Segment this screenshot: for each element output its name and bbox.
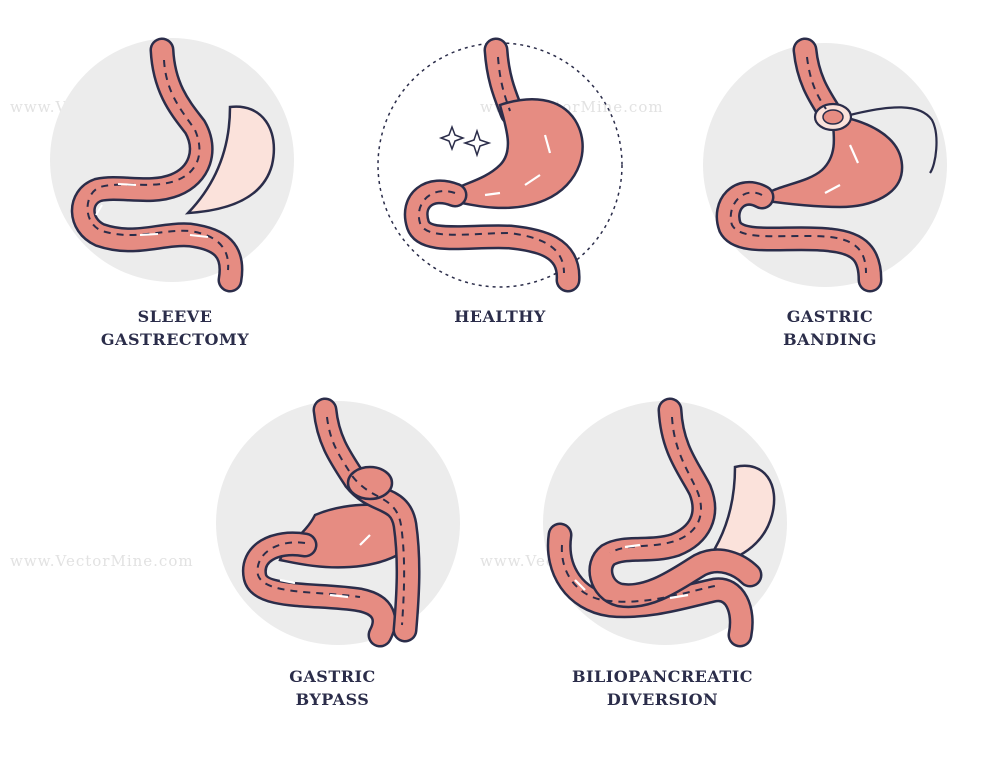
- procedure-label: SLEEVE GASTRECTOMY: [100, 307, 250, 349]
- gastric-bypass-illustration: [216, 397, 460, 648]
- healthy-stomach-illustration: [377, 37, 623, 293]
- gastric-banding-panel: GASTRIC BANDING: [700, 35, 970, 349]
- gastric-bypass-panel: GASTRIC BYPASS: [210, 395, 480, 709]
- biliopancreatic-diversion-panel: BILIOPANCREATIC DIVERSION: [540, 395, 810, 709]
- sparkle-icon: [438, 124, 466, 152]
- procedure-label: BILIOPANCREATIC DIVERSION: [572, 667, 753, 709]
- biliopancreatic-diversion-illustration: [543, 397, 787, 648]
- watermark: www.VectorMine.com: [10, 552, 194, 570]
- procedure-label: HEALTHY: [454, 307, 546, 326]
- procedure-label: GASTRIC BYPASS: [289, 667, 376, 709]
- sparkle-icon: [462, 128, 492, 158]
- sleeve-gastrectomy-illustration: [50, 37, 294, 293]
- procedure-label: GASTRIC BANDING: [783, 307, 877, 349]
- sleeve-gastrectomy-panel: SLEEVE GASTRECTOMY: [40, 35, 310, 349]
- healthy-panel: HEALTHY: [370, 35, 640, 326]
- gastric-banding-illustration: [703, 37, 947, 293]
